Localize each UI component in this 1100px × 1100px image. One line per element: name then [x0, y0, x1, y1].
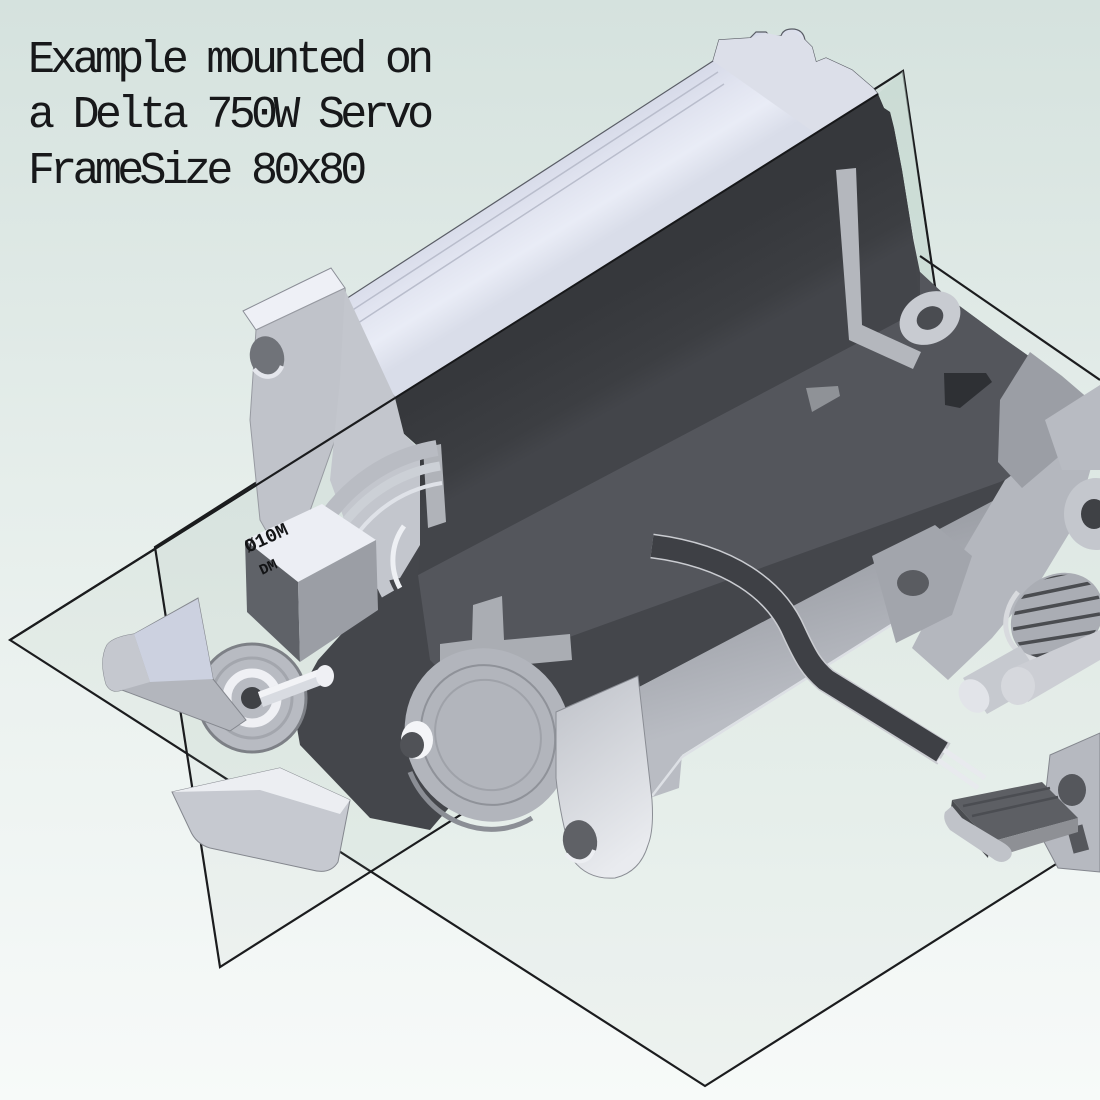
svg-text:a Delta 750W Servo: a Delta 750W Servo	[28, 90, 432, 141]
svg-text:FrameSize 80x80: FrameSize 80x80	[28, 146, 365, 197]
svg-text:Example mounted on: Example mounted on	[28, 35, 431, 86]
svg-text:DM: DM	[257, 557, 281, 580]
